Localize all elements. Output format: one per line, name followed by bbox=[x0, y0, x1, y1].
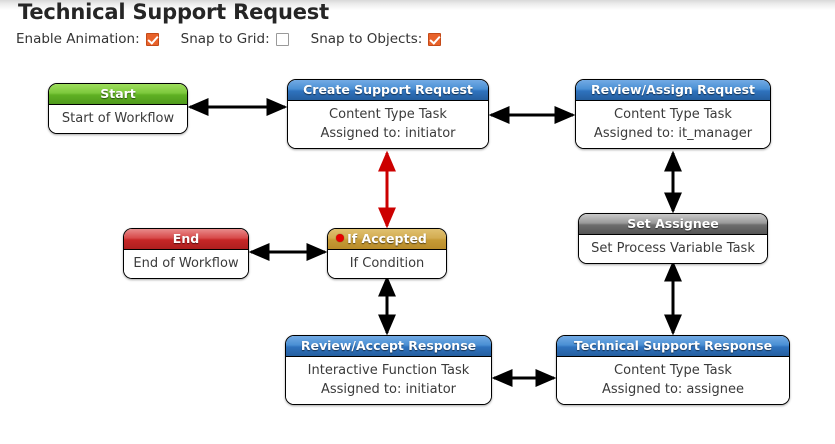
node-create-support-request-line-2: Assigned to: initiator bbox=[320, 126, 456, 141]
node-review-accept-response[interactable]: Review/Accept Response Interactive Funct… bbox=[285, 335, 492, 405]
node-end-header: End bbox=[124, 229, 248, 250]
node-create-support-request-line-1: Content Type Task bbox=[329, 107, 447, 122]
node-end-body: End of Workflow bbox=[124, 250, 248, 278]
node-start-body: Start of Workflow bbox=[49, 105, 187, 133]
node-review-accept-response-title: Review/Accept Response bbox=[300, 338, 477, 353]
diagram-toolbar: Enable Animation: Snap to Grid: Snap to … bbox=[16, 31, 463, 47]
node-set-assignee-line-1: Set Process Variable Task bbox=[591, 241, 755, 256]
checkbox-checked-icon[interactable] bbox=[145, 32, 159, 46]
node-create-support-request-body: Content Type Task Assigned to: initiator bbox=[288, 101, 488, 148]
node-set-assignee-body: Set Process Variable Task bbox=[579, 235, 767, 263]
toggle-enable-animation[interactable]: Enable Animation: bbox=[16, 31, 159, 47]
node-technical-support-response[interactable]: Technical Support Response Content Type … bbox=[556, 335, 790, 405]
node-if-accepted-header: If Accepted bbox=[328, 229, 446, 250]
toggle-snap-to-grid[interactable]: Snap to Grid: bbox=[181, 31, 289, 47]
node-start-header: Start bbox=[49, 84, 187, 105]
node-review-assign-request-body: Content Type Task Assigned to: it_manage… bbox=[576, 101, 770, 148]
node-review-assign-request-line-1: Content Type Task bbox=[614, 107, 732, 122]
node-review-assign-request-line-2: Assigned to: it_manager bbox=[593, 126, 753, 141]
toggle-snap-to-objects-label: Snap to Objects: bbox=[310, 31, 423, 47]
page-title: Technical Support Request bbox=[18, 0, 329, 24]
node-set-assignee-header: Set Assignee bbox=[579, 214, 767, 235]
node-end[interactable]: End End of Workflow bbox=[123, 228, 249, 279]
node-if-accepted-line-1: If Condition bbox=[349, 256, 425, 271]
connector-layer bbox=[187, 98, 682, 387]
node-create-support-request-title: Create Support Request bbox=[303, 82, 473, 97]
node-technical-support-response-line-1: Content Type Task bbox=[614, 363, 732, 378]
node-start[interactable]: Start Start of Workflow bbox=[48, 83, 188, 134]
node-create-support-request[interactable]: Create Support Request Content Type Task… bbox=[287, 79, 489, 149]
checkbox-checked-icon[interactable] bbox=[428, 32, 442, 46]
node-if-accepted-title: If Accepted bbox=[347, 231, 427, 246]
node-set-assignee[interactable]: Set Assignee Set Process Variable Task bbox=[578, 213, 768, 264]
node-review-accept-response-line-2: Assigned to: initiator bbox=[320, 382, 457, 397]
toggle-enable-animation-label: Enable Animation: bbox=[16, 31, 140, 47]
status-dot-red-icon bbox=[336, 234, 344, 242]
node-if-accepted-body: If Condition bbox=[328, 250, 446, 278]
node-if-accepted[interactable]: If Accepted If Condition bbox=[327, 228, 447, 279]
node-review-accept-response-header: Review/Accept Response bbox=[286, 336, 491, 357]
node-technical-support-response-body: Content Type Task Assigned to: assignee bbox=[557, 357, 789, 404]
toggle-snap-to-objects[interactable]: Snap to Objects: bbox=[311, 31, 442, 47]
node-review-accept-response-body: Interactive Function Task Assigned to: i… bbox=[286, 357, 491, 404]
node-technical-support-response-line-2: Assigned to: assignee bbox=[601, 382, 745, 397]
node-start-title: Start bbox=[100, 86, 136, 101]
window-top-gradient bbox=[0, 0, 835, 10]
node-technical-support-response-title: Technical Support Response bbox=[573, 338, 773, 353]
checkbox-unchecked-icon[interactable] bbox=[275, 32, 289, 46]
node-end-line-1: End of Workflow bbox=[133, 256, 239, 271]
toggle-snap-to-grid-label: Snap to Grid: bbox=[180, 31, 270, 47]
node-set-assignee-title: Set Assignee bbox=[627, 216, 719, 231]
node-create-support-request-header: Create Support Request bbox=[288, 80, 488, 101]
node-start-line-1: Start of Workflow bbox=[61, 111, 175, 126]
node-review-accept-response-line-1: Interactive Function Task bbox=[307, 363, 470, 378]
node-review-assign-request-header: Review/Assign Request bbox=[576, 80, 770, 101]
workflow-canvas[interactable]: Start Start of Workflow Create Support R… bbox=[0, 55, 835, 444]
node-technical-support-response-header: Technical Support Response bbox=[557, 336, 789, 357]
node-end-title: End bbox=[172, 231, 200, 246]
node-review-assign-request[interactable]: Review/Assign Request Content Type Task … bbox=[575, 79, 771, 149]
node-review-assign-request-title: Review/Assign Request bbox=[590, 82, 755, 97]
